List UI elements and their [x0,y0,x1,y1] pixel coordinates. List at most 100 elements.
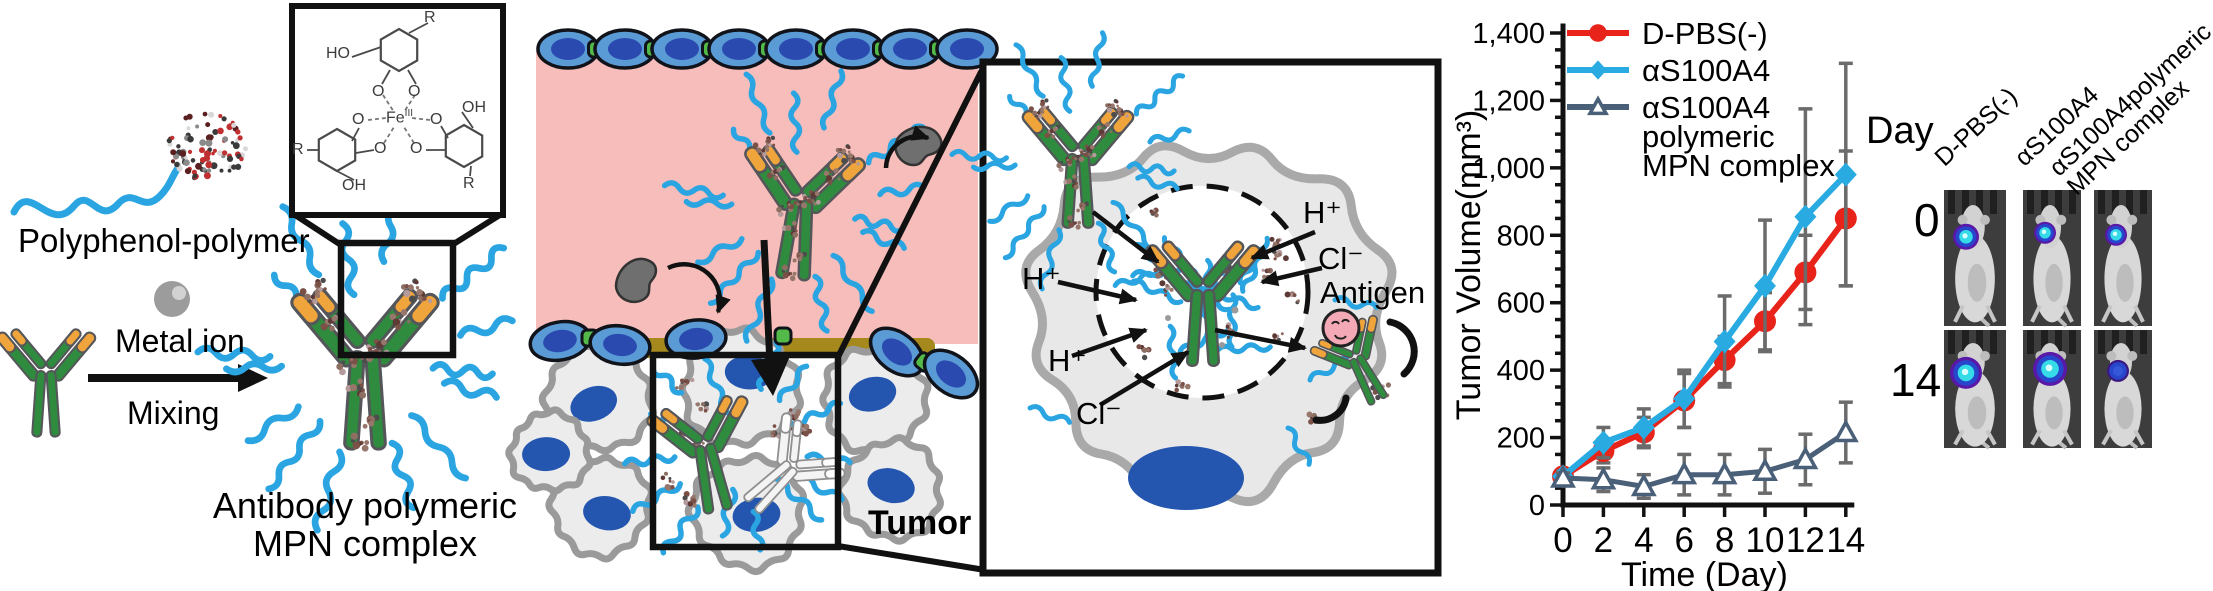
antigen-label: Antigen [1320,275,1426,310]
x-tick-label: 2 [1594,521,1613,560]
endothelial-cell [588,323,652,367]
h-plus-arrow [1057,279,1138,305]
mice-row-label-14: 14 [1890,354,1942,406]
legend-entry-1: D-PBS(-) [1567,16,1768,51]
extravasation-arrowhead [751,356,790,396]
x-tick-label: 6 [1674,521,1693,560]
mixing-label: Mixing [127,395,220,431]
cell-nucleus [867,468,915,504]
h-plus-label: H⁺ [1022,261,1061,296]
tumor-zoom-box [649,351,842,551]
leader-line [450,210,505,248]
antigen-icon [1321,308,1361,348]
uptake-arrow [1091,210,1160,264]
mouse-bioluminescence-image [2094,330,2152,450]
mouse-bioluminescence-image [1944,190,2006,328]
cl-minus-label: Cl⁻ [1076,396,1122,431]
h-plus-label: H⁺ [1303,195,1342,230]
metal-ion-label: Metal ion [115,323,245,359]
legend-label: D-PBS(-) [1642,16,1768,51]
endothelial-cell [650,28,714,70]
chem-r-label: R [292,141,304,158]
tumor-label: Tumor [868,504,972,542]
mouse-bioluminescence-image [1944,330,2006,450]
x-tick-label: 14 [1826,521,1865,560]
free-antibody-icon [0,323,97,437]
mouse-bioluminescence-image [2094,190,2152,328]
cl-minus-label: Cl⁻ [1318,241,1364,276]
x-tick-label: 12 [1786,521,1825,560]
cl-minus-arrow [1260,265,1323,287]
y-tick-label: 1,400 [1472,18,1545,50]
legend-label: polymeric [1642,119,1775,154]
leader-line [837,543,986,573]
chem-zoom-box [337,239,457,359]
y-tick-label: 1,200 [1472,85,1545,117]
product-label: Antibody polymeric MPN complex [200,487,530,563]
x-axis-title: Time (Day) [1621,556,1788,591]
y-tick-label: 200 [1497,423,1545,455]
endothelial-cell [528,319,592,363]
metal-ion-icon [154,281,190,317]
vessel-foreground [610,53,947,551]
cell-nucleus [570,385,618,422]
day-header: Day [1866,110,1934,152]
chem-ho-label: HO [326,45,350,62]
h-plus-label: H⁺ [1048,343,1087,378]
chart-series-3 [1550,400,1859,501]
y-tick-label: 0 [1529,490,1545,522]
cell-junction [773,326,793,346]
curved-arrow [883,125,930,169]
endothelial-cell [707,28,771,70]
polyphenol-molecule-cluster [166,111,248,181]
membrane-arc [1312,394,1350,424]
vessel-lumen [536,50,978,344]
y-tick-label: 1,000 [1472,153,1545,185]
polymer-label: Polyphenol-polymer [18,222,310,259]
chem-o-label: O [408,83,421,100]
chem-fe-label: FeIII [386,108,414,127]
cell-nucleus [522,437,571,472]
y-tick-label: 600 [1497,288,1545,320]
chem-r-label: R [463,175,475,192]
fe-symbol: Fe [386,109,405,127]
chart-series-2 [1552,61,1857,489]
endothelial-cell [536,28,600,70]
chem-oh-label: OH [462,99,486,116]
antigen-binding-arrow [1214,327,1307,353]
legend-entry-2: αS100A4 [1567,53,1770,88]
endothelial-cell-rows [528,28,999,400]
fe-oxidation-state: III [404,108,414,119]
x-tick-label: 8 [1715,521,1734,560]
chem-o-label: O [352,111,365,128]
legend-label: αS100A4 [1642,90,1770,125]
x-tick-label: 4 [1634,521,1653,560]
h-plus-arrow [1071,327,1148,359]
chem-oh-label: OH [342,177,366,194]
mouse-bioluminescence-image [2023,190,2081,328]
endothelial-cell [821,28,885,70]
endothelial-cell [878,28,942,70]
y-axis-title: Tumor Volume(mm³) [1450,110,1488,420]
leader-line [290,210,343,248]
membrane-arc [1386,318,1418,378]
leader-line [835,62,988,359]
x-tick-label: 0 [1553,521,1572,560]
chem-structure-box [289,3,506,218]
endothelial-cell [868,326,926,378]
chem-r-label: R [424,9,436,26]
polymer-chain-icon [10,164,182,219]
y-tick-label: 800 [1497,220,1545,252]
product-label-line2: MPN complex [252,522,478,564]
chem-o-label: O [430,111,443,128]
mouse-imaging-panel [1944,190,2152,450]
cl-minus-arrow [1098,350,1190,407]
cell-nucleus [848,376,897,412]
chem-o-label: O [374,140,387,157]
synthesis-panel-graphics [0,3,514,532]
mouse-bioluminescence-image [2023,330,2081,450]
endothelial-cell [922,348,980,400]
